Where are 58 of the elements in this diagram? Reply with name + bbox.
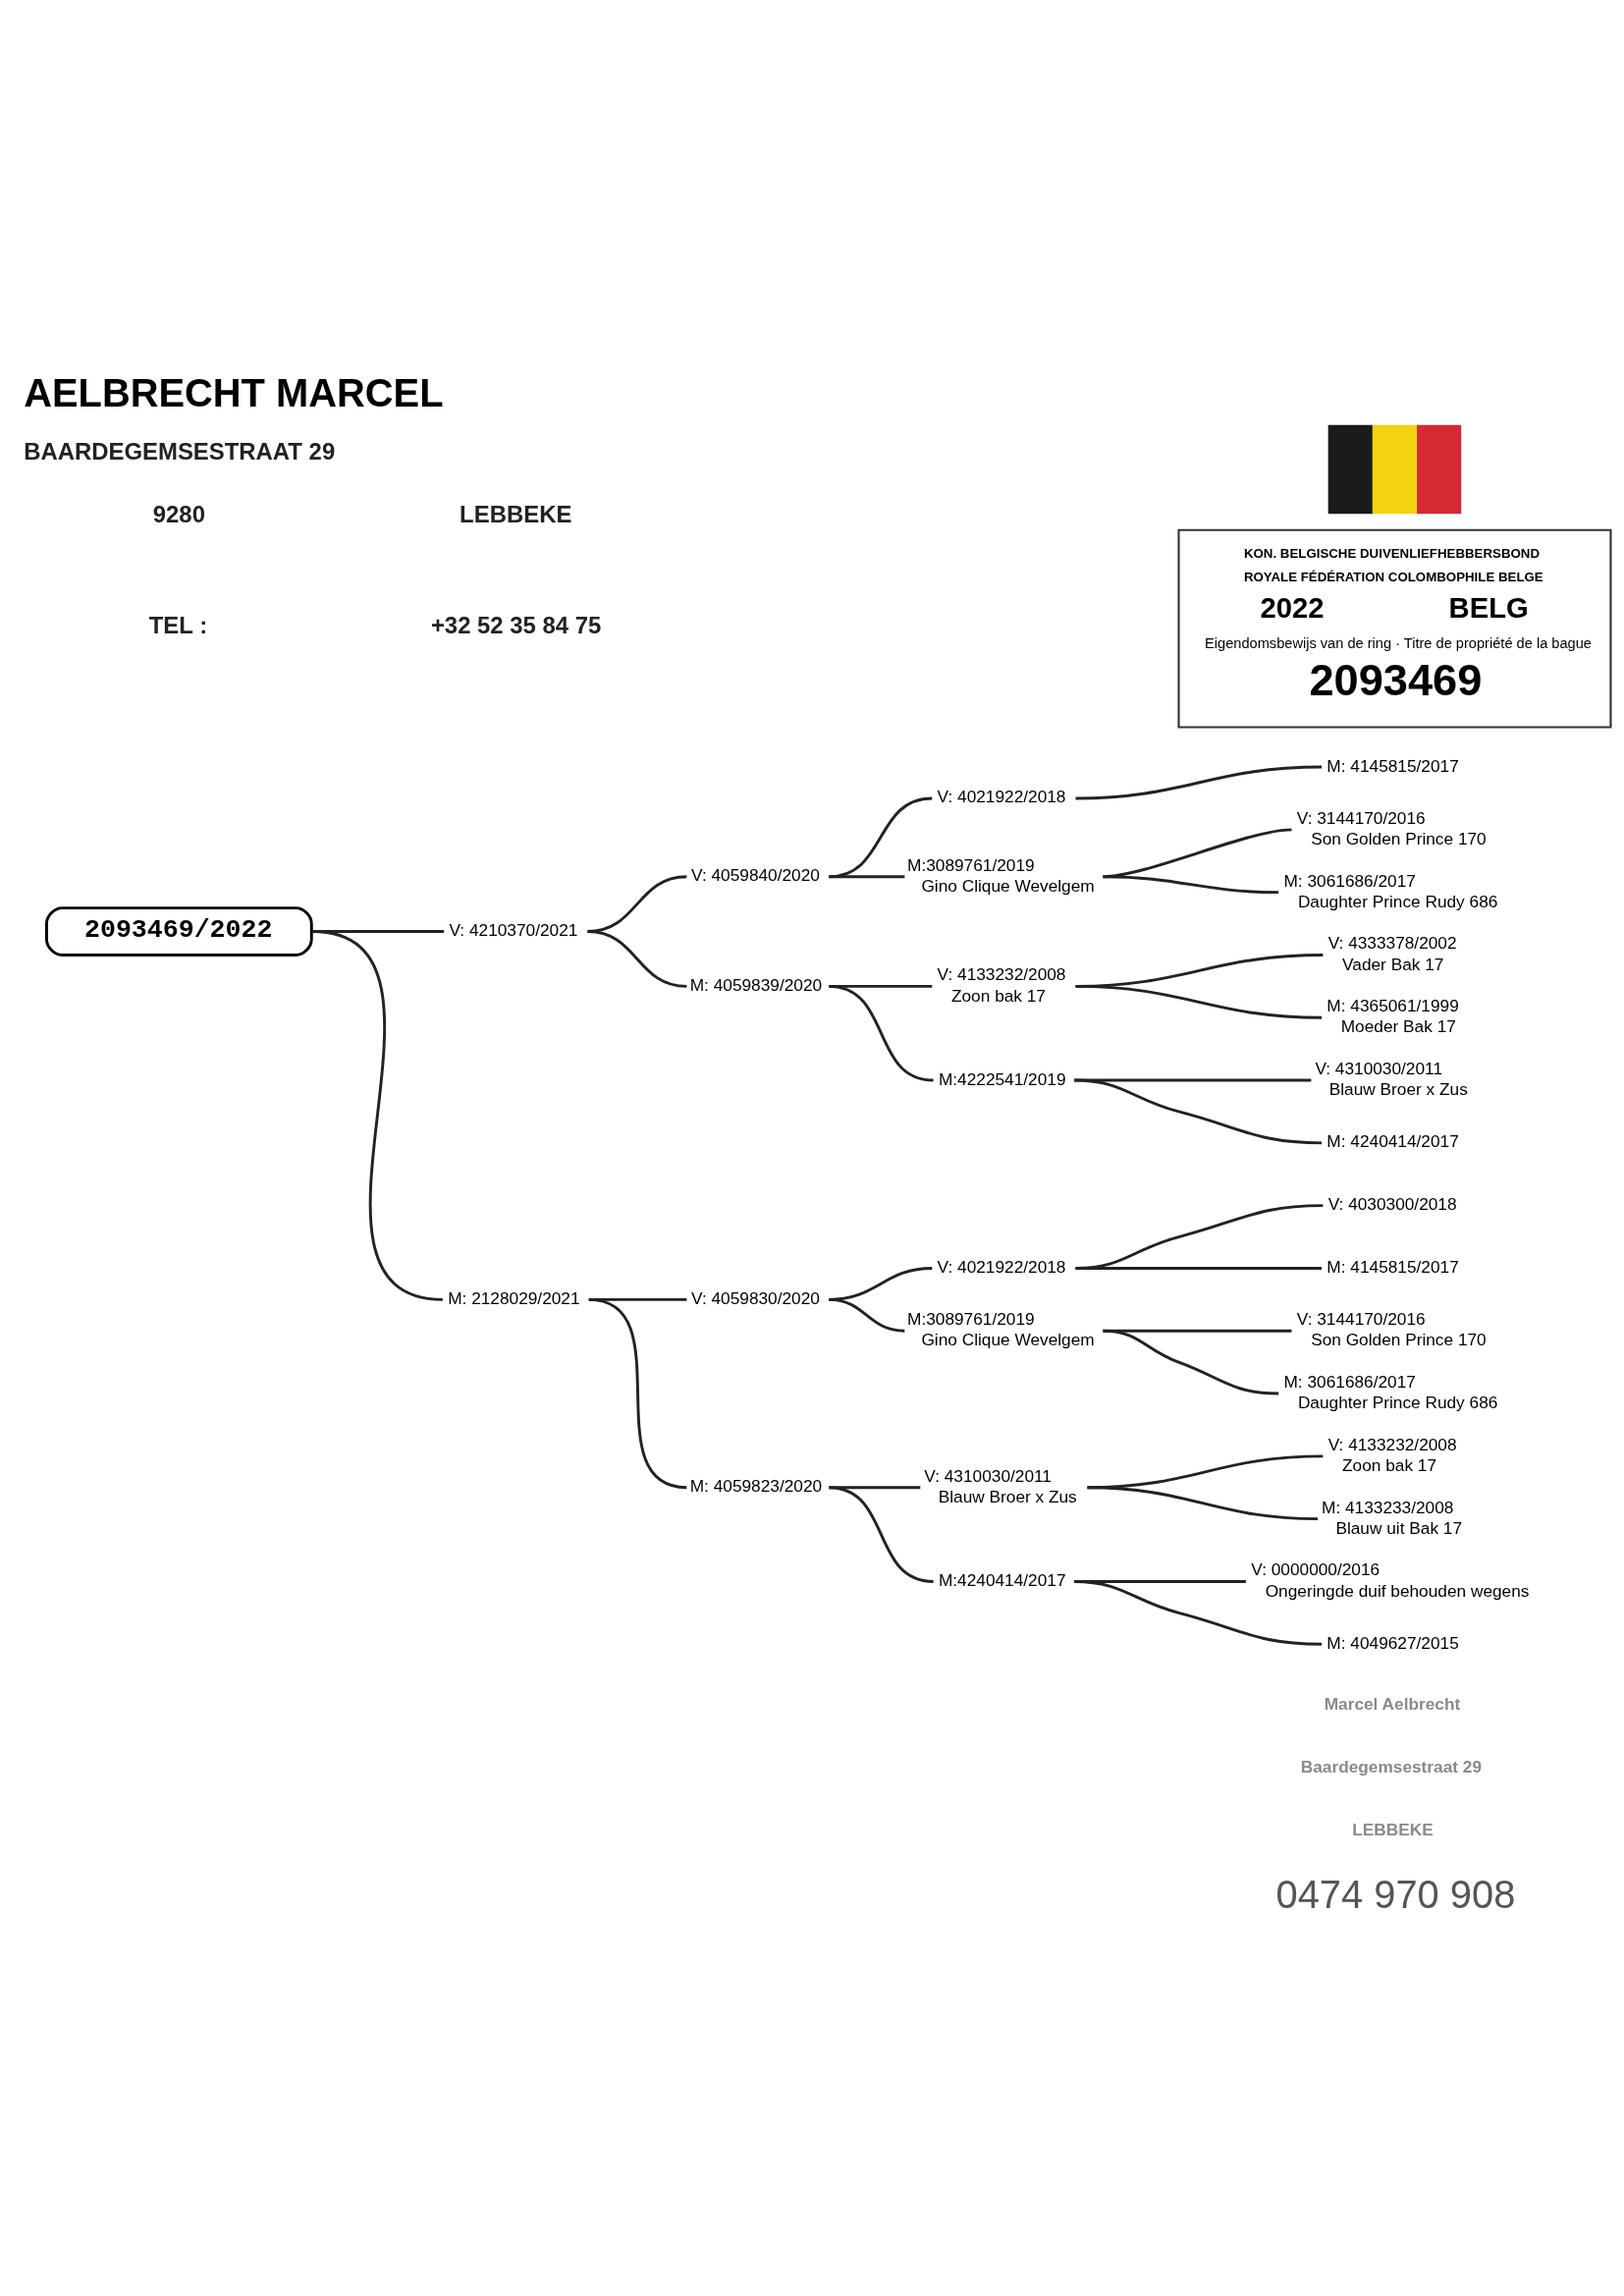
node-text: V: 3144170/2016 Son Golden Prince 170 [1296,1308,1487,1349]
node-text: M:4222541/2019 [938,1068,1066,1089]
connector [1075,1203,1324,1270]
connector [1075,765,1323,799]
label: LEBBEKE [1352,1819,1434,1839]
connector [1087,1485,1319,1520]
node-text: M: 3061686/2017 Daughter Prince Rudy 686 [1283,1371,1498,1412]
connector [829,1297,905,1333]
node-box: KON. BELGISCHE DUIVENLIEFHEBBERSBOND ROYALE FÉDÉRATION COLOMBOPHILE BELGE 2022 BELG Eigendomsbewijs van de ring · Titre de propriété de la bague 2093469 [1177,528,1612,729]
label: LEBBEKE [460,500,572,527]
connector [829,874,905,878]
node-text: V: 4059830/2020 [691,1287,820,1308]
label: Marcel Aelbrecht [1324,1693,1461,1714]
connector [829,984,934,1081]
node-text: V: 3144170/2016 Son Golden Prince 170 [1296,807,1487,848]
label: 9280 [152,500,205,527]
node-text: V: 4133232/2008 Zoon bak 17 [937,963,1066,1005]
node-text: V: 4310030/2011 Blauw Broer x Zus [1315,1058,1468,1099]
node-text: M:3089761/2019 Gino Clique Wevelgem [907,854,1095,896]
node-text: M: 4145815/2017 [1326,755,1459,776]
connector [1074,1579,1323,1646]
node-text: M: 3061686/2017 Daughter Prince Rudy 686 [1283,870,1498,911]
node-text: M: 2128029/2021 [448,1287,580,1308]
connector [829,796,933,878]
connector [1103,874,1279,894]
connector [1075,1266,1323,1270]
node-text: M: 4145815/2017 [1326,1256,1459,1277]
node-text: M: 4059839/2020 [689,974,823,995]
node-text: M: 4133233/2008 Blauw uit Bak 17 [1322,1497,1463,1538]
connector [311,929,444,1301]
connector [1103,1329,1279,1394]
node-text: V: 4310030/2011 Blauw Broer x Zus [924,1465,1077,1506]
node-text: V: 4021922/2018 [937,1256,1066,1277]
node-text: V: 4333378/2002 Vader Bak 17 [1327,932,1457,974]
node-text: M: 4365061/1999 Moeder Bak 17 [1326,995,1459,1036]
node-text: M: 4049627/2015 [1326,1632,1459,1653]
label: TEL : [148,611,208,638]
label: +32 52 35 84 75 [430,611,602,638]
connector [587,929,687,988]
node-text: V: 4021922/2018 [937,786,1066,806]
connector [1074,1078,1323,1144]
node-text: M:4240414/2017 [938,1569,1066,1590]
node-text: V: 4059840/2020 [691,864,820,885]
label: 0474 970 908 [1275,1872,1516,1916]
node-box: 2093469/2022 [45,905,313,957]
node-text: M:3089761/2019 Gino Clique Wevelgem [907,1308,1095,1349]
node-text: V: 0000000/2016 Ongeringde duif behouden wegens [1251,1558,1530,1601]
node-text: V: 4030300/2018 [1327,1193,1457,1214]
diagram-title: AELBRECHT MARCEL [24,370,444,414]
node-text: M: 4059823/2020 [689,1475,823,1496]
node-text: M: 4240414/2017 [1326,1130,1459,1151]
node-text: V: 4133232/2008 Zoon bak 17 [1327,1434,1457,1475]
connector [588,1297,687,1489]
node-text: V: 4210370/2021 [449,919,578,940]
label: BAARDEGEMSESTRAAT 29 [24,437,336,465]
connector [829,1485,934,1583]
label: Baardegemsestraat 29 [1300,1756,1483,1777]
connector [1075,984,1323,1019]
